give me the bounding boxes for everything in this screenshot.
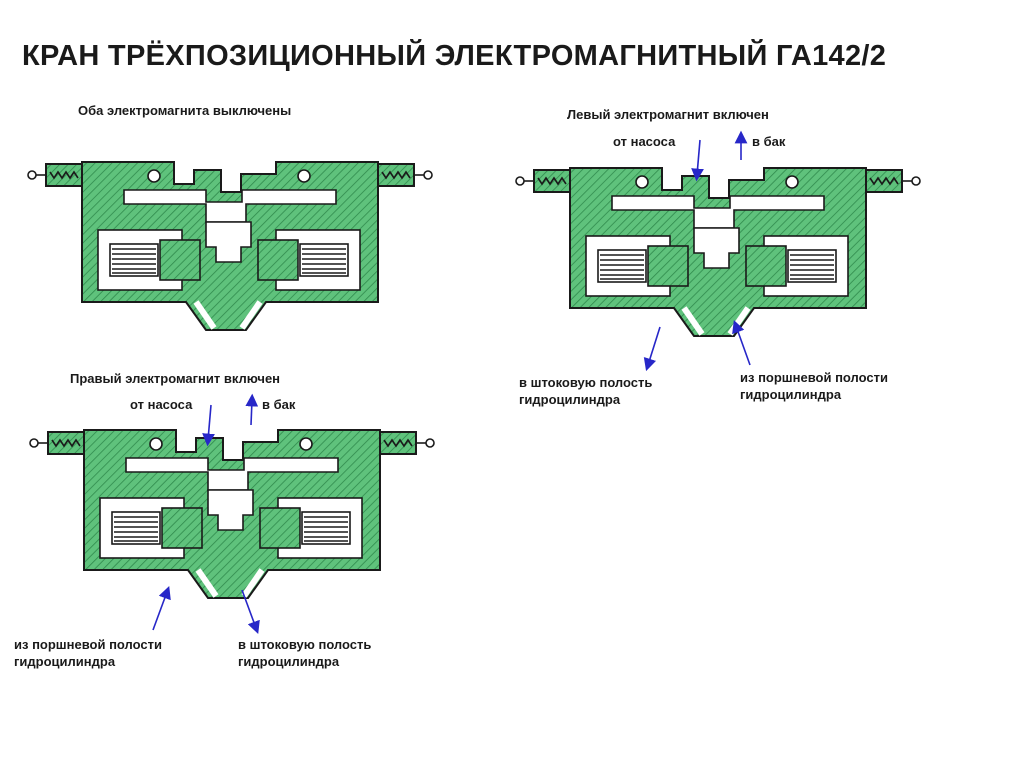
label-from-pump: от насоса: [613, 134, 676, 149]
page-title: КРАН ТРЁХПОЗИЦИОННЫЙ ЭЛЕКТРОМАГНИТНЫЙ ГА…: [22, 40, 887, 72]
arrow-pump-bottom: [202, 404, 215, 447]
label-to-rod-cavity-b: в штоковую полость гидроцилиндра: [238, 636, 371, 670]
label-from-pump-b: от насоса: [130, 397, 193, 412]
caption-right-on: Правый электромагнит включен: [70, 371, 281, 386]
label-from-piston-b-line1: из поршневой полости: [14, 637, 162, 652]
arrow-piston-right: [732, 319, 751, 366]
arrow-rod-right: [643, 326, 661, 372]
label-to-tank-b: в бак: [262, 397, 296, 412]
label-to-rod-b-line2: гидроцилиндра: [238, 654, 340, 669]
arrow-pump-right: [691, 139, 704, 182]
label-from-piston-cavity: из поршневой полости гидроцилиндра: [740, 369, 888, 403]
caption-left-on: Левый электромагнит включен: [567, 107, 769, 122]
label-to-rod-line1: в штоковую полость: [519, 375, 653, 390]
caption-both-off: Оба электромагнита выключены: [78, 103, 292, 118]
label-to-rod-line2: гидроцилиндра: [519, 392, 621, 407]
arrow-rod-bottom: [241, 589, 260, 635]
label-to-rod-cavity: в штоковую полость гидроцилиндра: [519, 374, 652, 408]
label-to-tank: в бак: [752, 134, 786, 149]
label-from-piston-cavity-b: из поршневой полости гидроцилиндра: [14, 636, 162, 670]
label-from-piston-b-line2: гидроцилиндра: [14, 654, 116, 669]
label-from-piston-line2: гидроцилиндра: [740, 387, 842, 402]
label-to-rod-b-line1: в штоковую полость: [238, 637, 372, 652]
arrow-tank-bottom: [245, 393, 259, 426]
arrow-piston-bottom: [152, 585, 171, 631]
label-from-piston-line1: из поршневой полости: [740, 370, 888, 385]
